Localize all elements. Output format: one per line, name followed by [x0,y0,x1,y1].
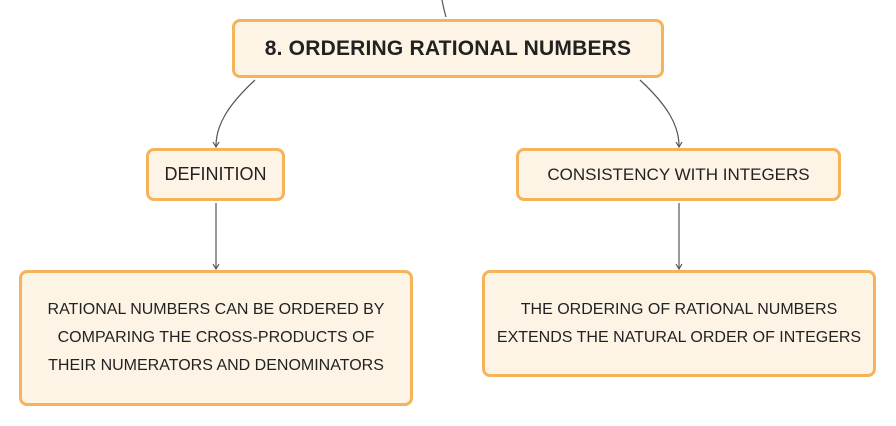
definition-detail-text: RATIONAL NUMBERS CAN BE ORDERED BY COMPA… [47,301,385,374]
consistency-detail-text: THE ORDERING OF RATIONAL NUMBERS EXTENDS… [496,300,862,346]
consistency-node[interactable]: CONSISTENCY WITH INTEGERS [516,148,841,201]
definition-detail-node[interactable]: RATIONAL NUMBERS CAN BE ORDERED BY COMPA… [19,270,413,406]
arrowhead-consistency [675,141,683,149]
main-topic-label: 8. ORDERING RATIONAL NUMBERS [264,36,632,60]
main-topic-node[interactable]: 8. ORDERING RATIONAL NUMBERS [232,19,664,78]
arrowhead-definition-detail [212,263,220,271]
consistency-label: CONSISTENCY WITH INTEGERS [547,164,810,184]
arrowhead-definition [212,141,220,149]
consistency-detail-node[interactable]: THE ORDERING OF RATIONAL NUMBERS EXTENDS… [482,270,876,377]
arrowhead-consistency-detail [675,263,683,271]
definition-label: DEFINITION [164,164,267,184]
incoming-connector [441,0,447,18]
definition-node[interactable]: DEFINITION [146,148,285,201]
connector-main-to-consistency [639,79,680,147]
connector-main-to-definition [215,79,256,147]
